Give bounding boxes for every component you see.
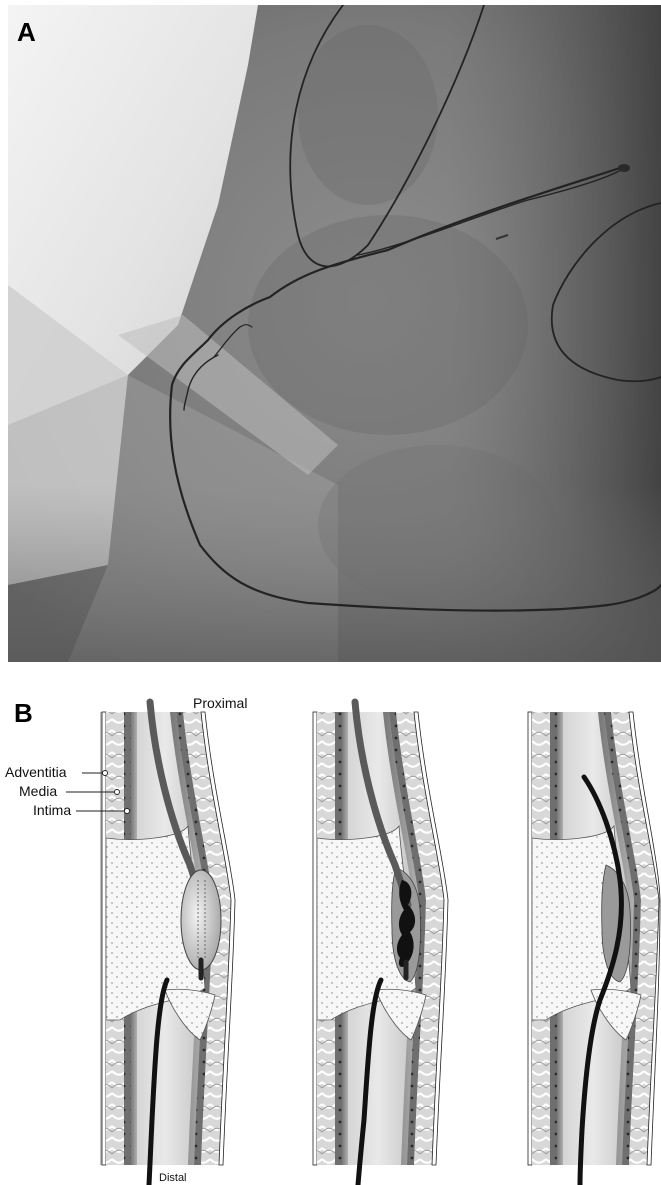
label-intima: Intima xyxy=(33,802,71,818)
label-proximal: Proximal xyxy=(193,695,247,711)
label-adventitia: Adventitia xyxy=(5,764,67,780)
label-media: Media xyxy=(19,783,57,799)
angiography-image xyxy=(8,5,661,662)
vessel-step-1 xyxy=(100,702,235,1185)
vessel-schematic: Proximal Distal Adventitia Media Intima xyxy=(0,690,661,1185)
vessel-step-2 xyxy=(313,702,448,1185)
label-distal: Distal xyxy=(159,1172,187,1184)
panel-label-a: A xyxy=(17,19,36,45)
vessel-step-3 xyxy=(528,712,660,1185)
